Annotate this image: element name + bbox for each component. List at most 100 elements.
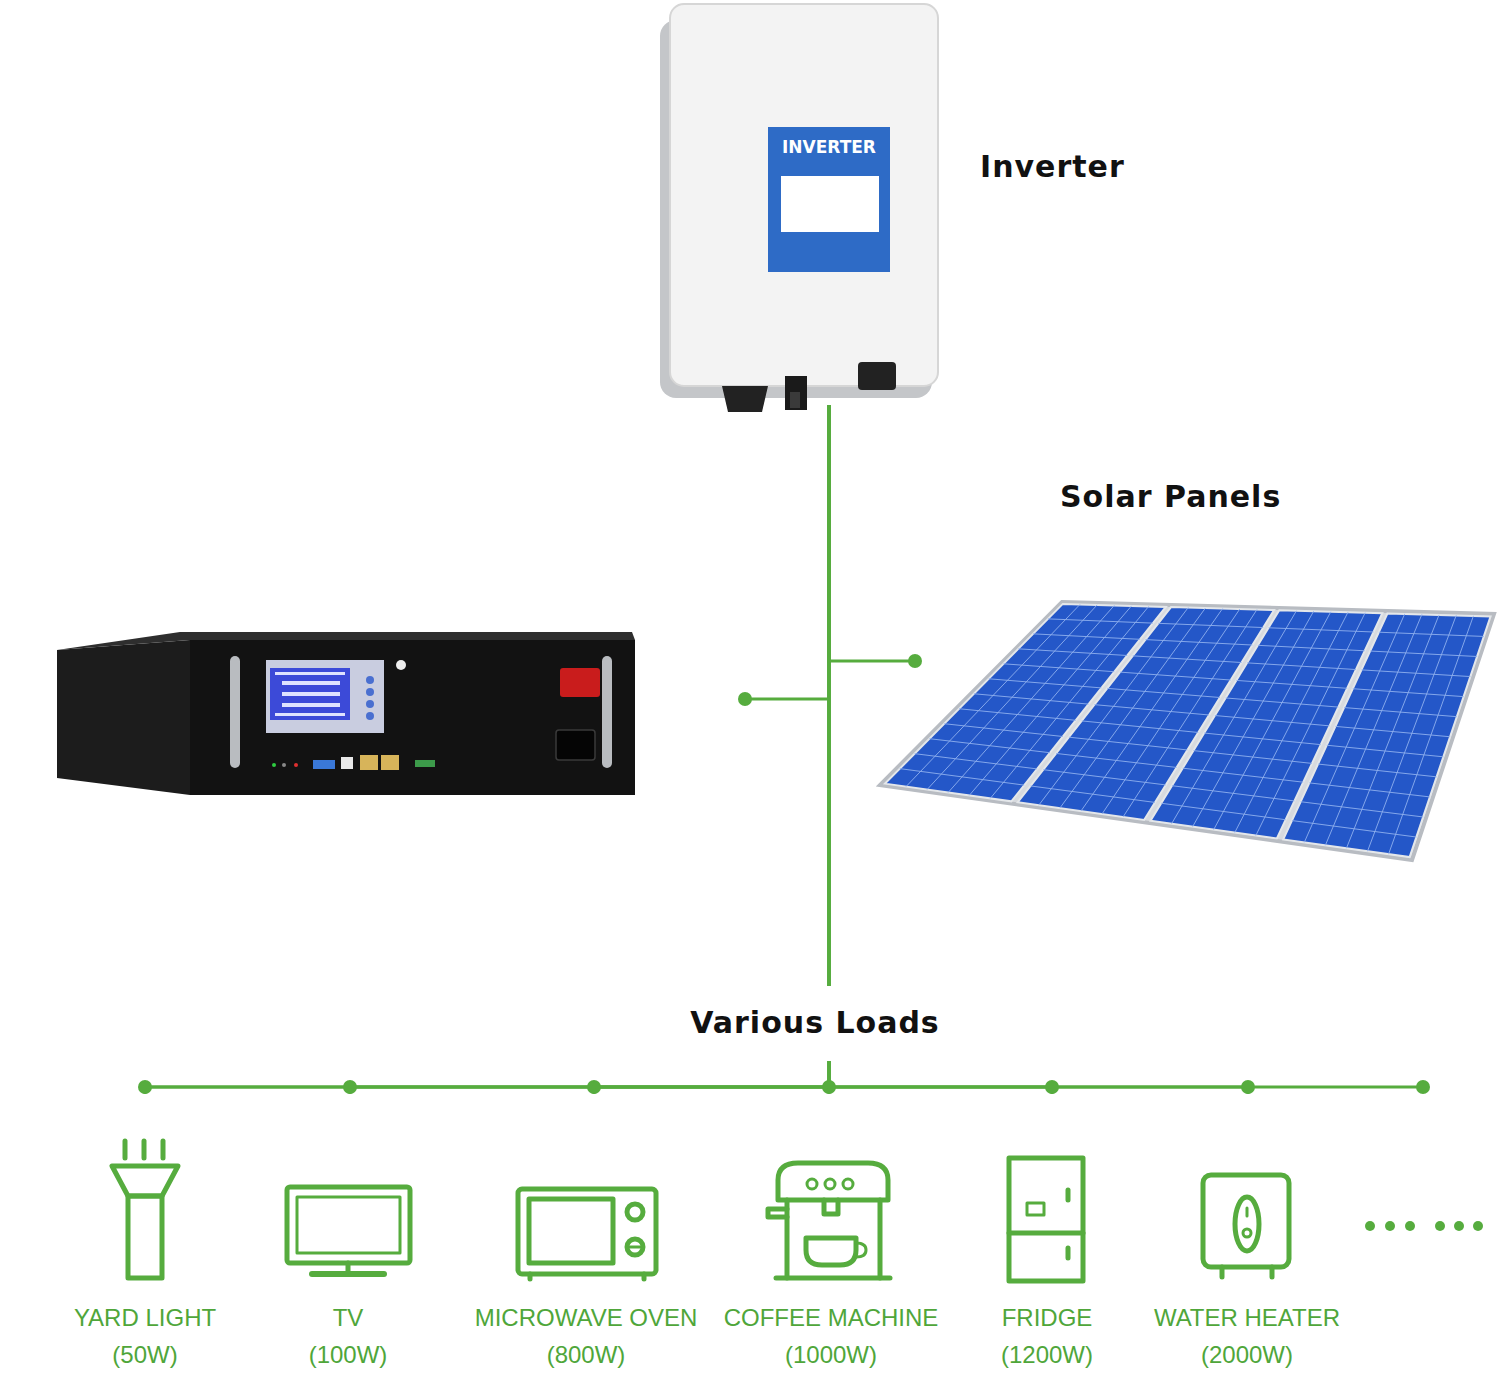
coffee-machine-icon [807,1179,817,1189]
battery-rack [275,672,345,675]
battery-rack [602,656,612,768]
water-heater-icon [1220,1267,1225,1277]
load-label: MICROWAVE OVEN (800W) [471,1299,702,1373]
cell-line [1183,768,1304,782]
cell-line [929,739,1050,753]
coffee-machine-icon [878,1200,883,1278]
ellipsis-dots [1365,1221,1483,1231]
water-heater-icon [1270,1267,1275,1277]
yard-light-icon [123,1141,128,1158]
battery-rack [396,660,406,670]
solar-panel-node: Solar Panels [915,472,1495,862]
cell-line [1161,803,1285,819]
battery-rack [272,763,276,767]
battery-rack [275,713,345,716]
battery-rack [230,656,240,768]
cell-line [1215,716,1330,726]
microwave-icon [630,1246,640,1249]
load-label: COFFEE MACHINE (1000W) [720,1299,943,1373]
cell-line [1018,649,1127,656]
load-label: TV (100W) [305,1299,392,1373]
battery-rack [294,763,298,767]
load-label: WATER HEATER (2000W) [1150,1299,1345,1373]
cell-line [1133,656,1242,663]
microwave-icon [529,1199,613,1263]
coffee-machine-icon [776,1276,890,1281]
battery-rack [415,760,435,767]
cell-line [1269,628,1374,632]
water-heater-icon [1246,1208,1249,1216]
yard-light-icon [112,1141,178,1278]
fridge-icon [1066,1248,1071,1258]
text-slot: WATER HEATER (2000W) [1150,1299,1345,1373]
coffee-machine-icon [824,1200,838,1214]
coffee-machine-icon [856,1243,866,1257]
battery-rack [57,640,190,795]
inverter-device [790,392,800,408]
ellipsis-dots [1454,1221,1464,1231]
battery-rack [366,700,374,708]
cell-line [1172,786,1294,801]
water-heater-icon [1203,1175,1289,1277]
node-heading: Solar Panels [1060,480,1281,515]
inverter-device [768,127,890,272]
ellipsis-dots [1385,1221,1395,1231]
fridge-icon [1009,1158,1083,1281]
coffee-machine-icon [825,1179,835,1189]
junction-dot [1416,1080,1430,1094]
text-slot: FRIDGE (1200W) [997,1299,1098,1373]
battery-rack [57,632,635,795]
cell-line [1056,753,1177,767]
cell-line [1158,623,1263,627]
tv-icon [287,1187,410,1263]
cell-line [1193,751,1312,764]
inverter-device [785,376,807,410]
cell-line [989,679,1102,688]
cell-line [974,694,1089,704]
ellipsis-dots [1405,1221,1415,1231]
tv-icon [346,1263,351,1271]
microwave-icon [627,1204,643,1220]
cell-line [1082,721,1199,733]
tv-icon [287,1187,410,1274]
cell-line [1033,634,1140,639]
cell-line [900,769,1024,785]
solar-panel-array [880,602,1494,860]
junction-dot [738,692,752,706]
wiring [145,699,1423,1087]
microwave-icon [642,1274,647,1279]
section-heading: Various Loads [676,986,953,1061]
node-heading: Inverter [980,150,1125,185]
load-label: YARD LIGHT (50W) [70,1299,221,1373]
battery-rack [366,712,374,720]
cell-line [1292,821,1416,837]
load-label: FRIDGE (1200W) [997,1299,1098,1373]
inverter-device [781,176,879,232]
text-slot: YARD LIGHT (50W) [70,1299,221,1373]
battery-rack [360,755,378,770]
panel-frame [880,602,1494,860]
load-node: COFFEE MACHINE (1000W) [720,1094,943,1370]
coffee-machine-icon [785,1200,790,1278]
cell-line [1120,672,1231,680]
cell-line [1301,802,1423,817]
inverter-device [670,4,938,386]
cell-line [1069,737,1188,750]
ellipsis-dots [1435,1221,1445,1231]
cell-line [1145,640,1252,645]
load-icons [112,1141,1289,1281]
inverter-node: INVERTERInverter [662,5,938,405]
cell-line [1048,619,1153,623]
cell-line [944,724,1063,737]
cell-line [1004,664,1115,672]
cell-line [1344,708,1457,717]
water-heater-icon [1235,1197,1259,1251]
yard-light-icon [128,1196,162,1278]
coffee-machine-icon [806,1238,856,1265]
load-node: YARD LIGHT (50W) [70,1094,221,1370]
inverter-device [722,386,768,412]
ellipsis-dots [1365,1221,1375,1231]
inverter-device [660,4,938,412]
